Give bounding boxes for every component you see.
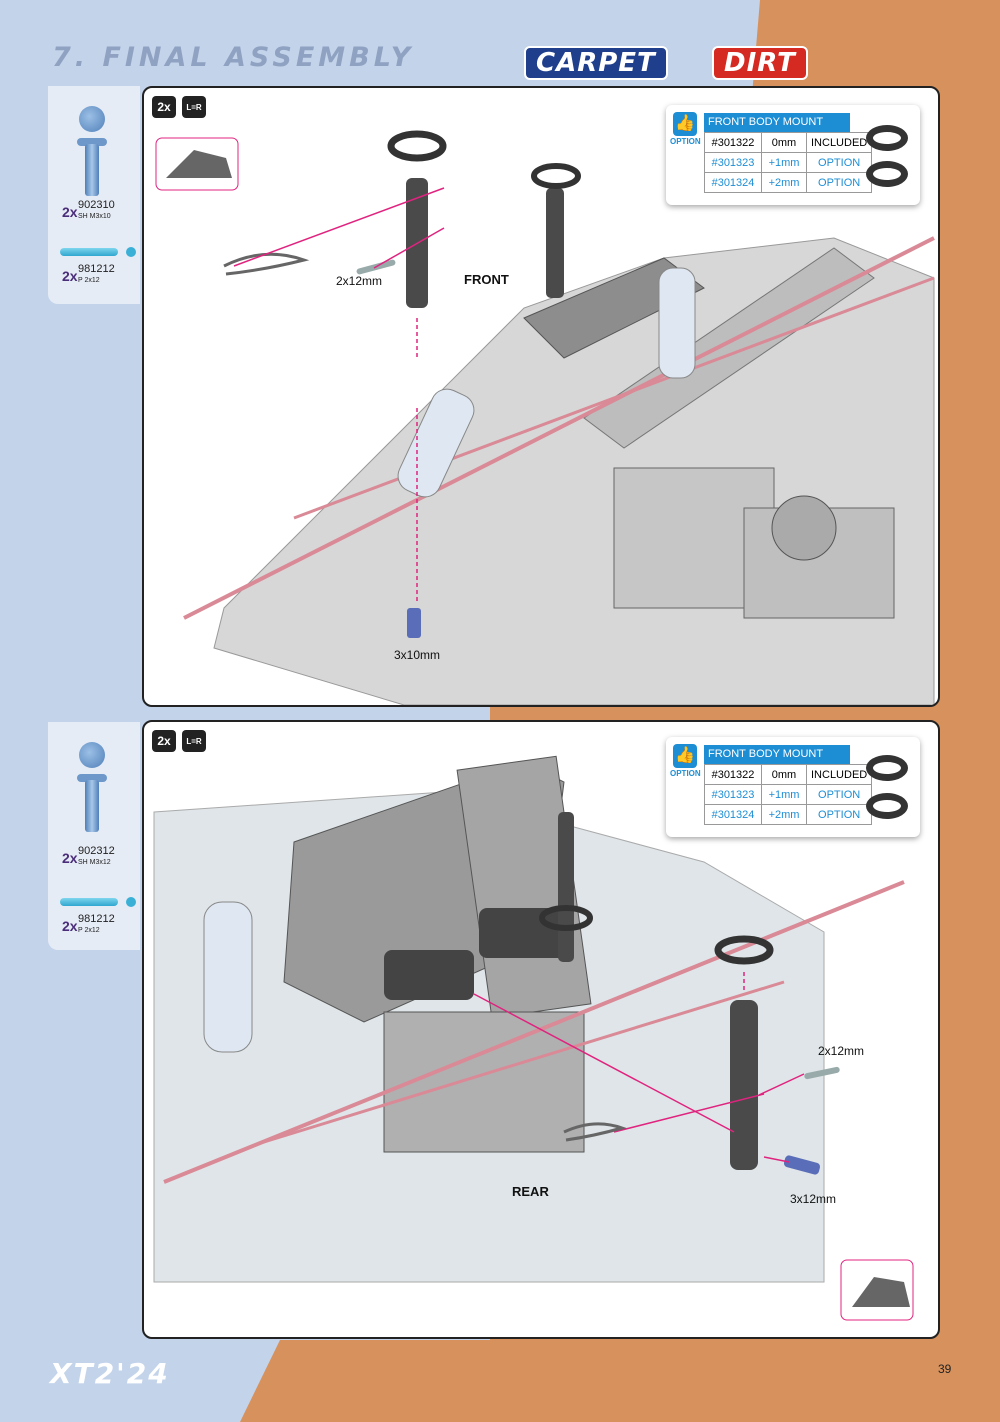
part-number: 902310 SH M3x10: [78, 200, 115, 222]
part-number-value: 981212: [78, 263, 115, 275]
table-row: #301324 +2mm OPTION: [704, 804, 873, 825]
screw-shank-icon: [85, 144, 99, 196]
assembly-panel-step2: 2x L=R 👍 OPTION: [142, 720, 940, 1339]
status-cell: OPTION: [805, 172, 873, 193]
qty-label: 2x: [62, 918, 78, 934]
status-cell: INCLUDED: [805, 132, 873, 153]
screw-shank-icon: [85, 780, 99, 832]
status-cell: OPTION: [805, 804, 873, 825]
screw-size-label: 3x10mm: [394, 648, 441, 662]
qty-label: 2x: [62, 850, 78, 866]
thumbs-up-icon: 👍: [673, 112, 697, 136]
table-row: #301322 0mm INCLUDED: [704, 764, 873, 785]
status-cell: INCLUDED: [805, 764, 873, 785]
qty-label: 2x: [62, 268, 78, 284]
part-cell: #301322: [704, 764, 762, 785]
thumbs-up-icon: 👍: [673, 744, 697, 768]
table-row: #301324 +2mm OPTION: [704, 172, 873, 193]
part-cell: #301323: [704, 784, 762, 805]
multiplier-badge: 2x: [152, 96, 176, 118]
option-title: FRONT BODY MOUNT SETS: [704, 745, 850, 779]
table-row: #301323 +1mm OPTION: [704, 784, 873, 805]
orange-band-footer: [240, 1340, 1000, 1422]
pin-size-label: 2x12mm: [336, 274, 383, 288]
offset-cell: +1mm: [761, 784, 807, 805]
part-number: 981212 P 2x12: [78, 264, 115, 286]
step-icons: 2x L=R: [152, 730, 206, 752]
washer-icon: [866, 755, 908, 781]
carpet-tag: CARPET: [524, 46, 668, 80]
step-icons: 2x L=R: [152, 96, 206, 118]
offset-cell: 0mm: [761, 764, 807, 785]
option-table: #301322 0mm INCLUDED #301323 +1mm OPTION…: [704, 764, 873, 825]
screw-head-icon: [79, 106, 105, 132]
part-cell: #301324: [704, 804, 762, 825]
part-desc: P 2x12: [78, 277, 100, 284]
pin-end-icon: [126, 897, 136, 907]
table-row: #301323 +1mm OPTION: [704, 152, 873, 173]
pin-size-label: 2x12mm: [818, 1044, 865, 1058]
chassis-illustration: [153, 755, 914, 1321]
part-cell: #301324: [704, 172, 762, 193]
part-desc: P 2x12: [78, 927, 100, 934]
pin-icon: [60, 248, 118, 256]
part-cell: #301322: [704, 132, 762, 153]
option-card-step2: 👍 OPTION FRONT BODY MOUNT SETS #301322 0…: [666, 737, 920, 837]
status-cell: OPTION: [805, 784, 873, 805]
page-number: 39: [938, 1362, 952, 1376]
left-right-icon: L=R: [182, 96, 206, 118]
offset-cell: 0mm: [761, 132, 807, 153]
washer-icon: [866, 125, 908, 151]
screw-cap-icon: [77, 138, 107, 146]
option-badge: OPTION: [670, 137, 701, 146]
part-number-value: 902312: [78, 845, 115, 857]
part-cell: #301323: [704, 152, 762, 173]
washer-icon: [866, 793, 908, 819]
status-cell: OPTION: [805, 152, 873, 173]
page-title: 7. FINAL ASSEMBLY: [52, 42, 415, 73]
part-number-value: 981212: [78, 913, 115, 925]
multiplier-badge: 2x: [152, 730, 176, 752]
offset-cell: +2mm: [761, 804, 807, 825]
screw-cap-icon: [77, 774, 107, 782]
part-number-value: 902310: [78, 199, 115, 211]
direction-label: REAR: [512, 1184, 549, 1199]
table-row: #301322 0mm INCLUDED: [704, 132, 873, 153]
chassis-illustration: [155, 130, 935, 705]
part-number: 981212 P 2x12: [78, 914, 115, 936]
direction-label: FRONT: [464, 272, 509, 287]
option-badge: OPTION: [670, 769, 701, 778]
washer-icon: [866, 161, 908, 187]
screw-size-label: 3x12mm: [790, 1192, 837, 1206]
left-right-icon: L=R: [182, 730, 206, 752]
model-logo: XT2'24: [50, 1357, 170, 1390]
offset-cell: +2mm: [761, 172, 807, 193]
part-desc: SH M3x10: [78, 213, 111, 220]
screw-head-icon: [79, 742, 105, 768]
pin-icon: [60, 898, 118, 906]
parts-sidebar-step1: 2x 902310 SH M3x10 2x 981212 P 2x12: [48, 86, 140, 304]
option-table: #301322 0mm INCLUDED #301323 +1mm OPTION…: [704, 132, 873, 193]
part-number: 902312 SH M3x12: [78, 846, 115, 868]
option-card-step1: 👍 OPTION FRONT BODY MOUNT SETS #301322 0…: [666, 105, 920, 205]
qty-label: 2x: [62, 204, 78, 220]
option-title: FRONT BODY MOUNT SETS: [704, 113, 850, 147]
dirt-tag: DIRT: [712, 46, 808, 80]
offset-cell: +1mm: [761, 152, 807, 173]
assembly-panel-step1: 2x L=R 👍 OPTI: [142, 86, 940, 707]
pin-end-icon: [126, 247, 136, 257]
part-desc: SH M3x12: [78, 859, 111, 866]
parts-sidebar-step2: 2x 902312 SH M3x12 2x 981212 P 2x12: [48, 722, 140, 950]
